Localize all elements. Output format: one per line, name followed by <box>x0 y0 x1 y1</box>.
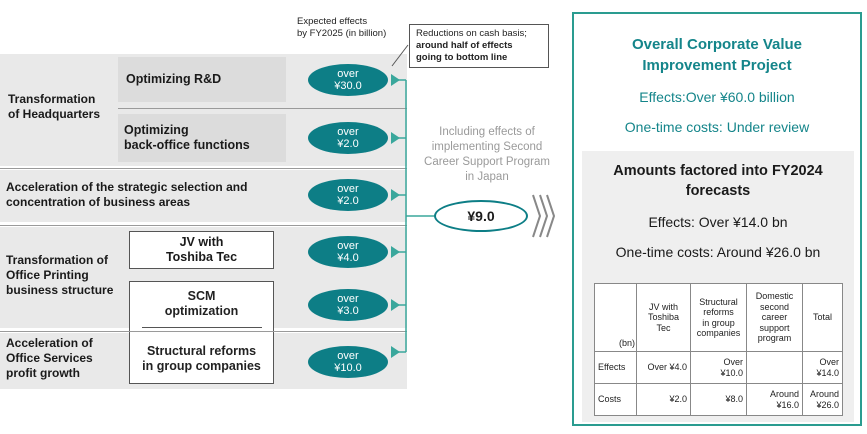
cell-effects-jv: Over ¥4.0 <box>636 351 691 384</box>
total-effect-value: ¥9.0 <box>467 208 495 224</box>
row-label-effects: Effects <box>594 351 637 384</box>
including-line3: Career Support Program <box>424 156 550 168</box>
printing-label: Transformation of Office Printing busine… <box>6 253 113 298</box>
backoffice-line2: back-office functions <box>124 138 250 152</box>
jv-box: JV with Toshiba Tec <box>129 231 274 269</box>
row-divider <box>0 331 407 332</box>
panel-title-line1: Overall Corporate Value <box>631 36 803 53</box>
effect-oval-structural: over¥10.0 <box>308 346 388 378</box>
panel-effects: Effects:Over ¥60.0 billion <box>639 89 795 105</box>
printing-line3: business structure <box>6 283 114 297</box>
panel-costs: One-time costs: Under review <box>624 119 810 135</box>
cash-basis-callout: Reductions on cash basis; around half of… <box>409 24 549 68</box>
chevron-arrows <box>532 194 556 238</box>
row-divider <box>118 108 407 109</box>
accel-line1: Acceleration of the strategic selection … <box>6 180 248 194</box>
printing-line1: Transformation of <box>6 253 109 267</box>
expected-line1: Expected effects <box>297 16 368 27</box>
including-line4: in Japan <box>465 171 509 183</box>
scm-line1: SCM <box>187 289 216 303</box>
backoffice-cell: Optimizing back-office functions <box>118 114 286 162</box>
effect-oval-jv: over¥4.0 <box>308 236 388 268</box>
hq-band <box>0 54 60 166</box>
fy2024-title: Amounts factored into FY2024 forecasts <box>582 161 854 201</box>
hq-label: Transformation of Headquarters <box>8 92 100 122</box>
callout-line3: going to bottom line <box>416 52 508 63</box>
services-line1: Acceleration of <box>6 336 93 350</box>
fy2024-title-line1: Amounts factored into FY2024 <box>613 163 823 179</box>
panel-title: Overall Corporate Value Improvement Proj… <box>574 34 860 76</box>
fy2024-title-line2: forecasts <box>685 183 751 199</box>
jv-line2: Toshiba Tec <box>165 250 238 264</box>
cell-effects-structural: Over¥10.0 <box>690 351 747 384</box>
row-divider <box>0 225 407 226</box>
hq-label-line1: Transformation <box>8 92 96 106</box>
effect-oval-backoffice: over¥2.0 <box>308 122 388 154</box>
row-divider <box>0 168 407 169</box>
callout-line1: Reductions on cash basis; <box>416 28 527 39</box>
accel-label: Acceleration of the strategic selection … <box>6 180 247 210</box>
panel-title-line2: Improvement Project <box>642 57 792 74</box>
table-row: Effects Over ¥4.0 Over¥10.0 Over¥14.0 <box>594 351 843 384</box>
table-header-total: Total <box>802 283 843 352</box>
cell-effects-career <box>746 351 803 384</box>
row-label-costs: Costs <box>594 383 637 416</box>
scm-line2: optimization <box>164 304 239 318</box>
callout-line2: around half of effects <box>416 40 513 51</box>
jv-line1: JV with <box>179 235 224 249</box>
including-line2: implementing Second <box>431 141 543 153</box>
effect-oval-accel: over¥2.0 <box>308 179 388 211</box>
expected-line2: by FY2025 (in billion) <box>297 28 387 39</box>
services-line2: Office Services <box>6 351 93 365</box>
corporate-value-panel: Overall Corporate Value Improvement Proj… <box>572 12 862 426</box>
fy2024-section: Amounts factored into FY2024 forecasts E… <box>582 151 854 422</box>
hq-label-line2: of Headquarters <box>8 107 101 121</box>
scm-structural-box <box>129 281 274 384</box>
cell-costs-career: Around¥16.0 <box>746 383 803 416</box>
effect-oval-rnd: over¥30.0 <box>308 64 388 96</box>
including-line1: Including effects of <box>439 126 535 138</box>
fy2024-effects: Effects: Over ¥14.0 bn <box>648 214 788 230</box>
table-unit-cell: (bn) <box>594 283 637 352</box>
rnd-label: Optimizing R&D <box>126 72 222 86</box>
scm-divider <box>142 327 262 328</box>
structural-line1: Structural reforms <box>146 344 257 358</box>
total-effect-oval: ¥9.0 <box>434 200 528 232</box>
table-row: Costs ¥2.0 ¥8.0 Around¥16.0 Around¥26.0 <box>594 383 843 416</box>
services-line3: profit growth <box>6 366 80 380</box>
including-note: Including effects of implementing Second… <box>418 125 556 185</box>
callout-pointer <box>391 44 409 67</box>
backoffice-line1: Optimizing <box>124 123 189 137</box>
accel-line2: concentration of business areas <box>6 195 191 209</box>
table-unit: (bn) <box>619 337 636 348</box>
rnd-cell: Optimizing R&D <box>118 57 286 102</box>
cell-effects-total: Over¥14.0 <box>802 351 843 384</box>
structural-label: Structural reforms in group companies <box>129 344 274 374</box>
services-label: Acceleration of Office Services profit g… <box>6 336 93 381</box>
printing-line2: Office Printing <box>6 268 89 282</box>
scm-label: SCM optimization <box>129 289 274 319</box>
effect-oval-scm: over¥3.0 <box>308 289 388 321</box>
structural-line2: in group companies <box>142 359 261 373</box>
expected-effects-note: Expected effects by FY2025 (in billion) <box>297 16 386 40</box>
cell-costs-structural: ¥8.0 <box>690 383 747 416</box>
cell-costs-total: Around¥26.0 <box>802 383 843 416</box>
fy2024-costs: One-time costs: Around ¥26.0 bn <box>615 244 821 260</box>
cell-costs-jv: ¥2.0 <box>636 383 691 416</box>
